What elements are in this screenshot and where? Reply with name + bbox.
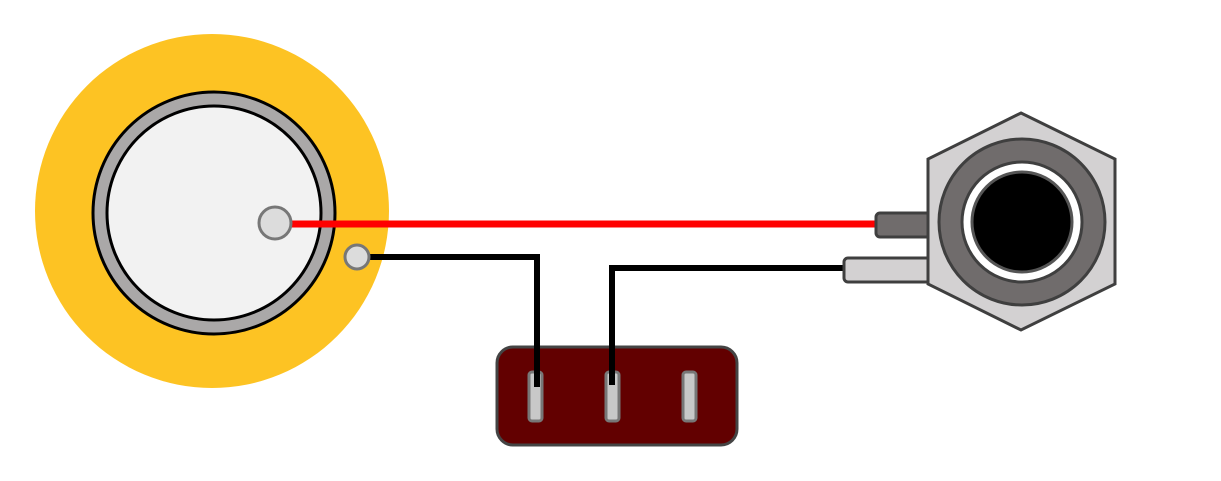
piezo-inner-element <box>105 104 323 322</box>
piezo-disc <box>35 34 389 388</box>
switch <box>495 340 739 447</box>
jack-socket-hole <box>970 170 1074 274</box>
piezo-center-solder-point <box>257 205 293 241</box>
jack-tip-lug <box>874 211 936 239</box>
switch-pin-3 <box>681 370 698 423</box>
jack-sleeve-lug <box>842 256 936 284</box>
piezo-edge-solder-point <box>343 243 371 271</box>
output-jack <box>842 111 1117 332</box>
